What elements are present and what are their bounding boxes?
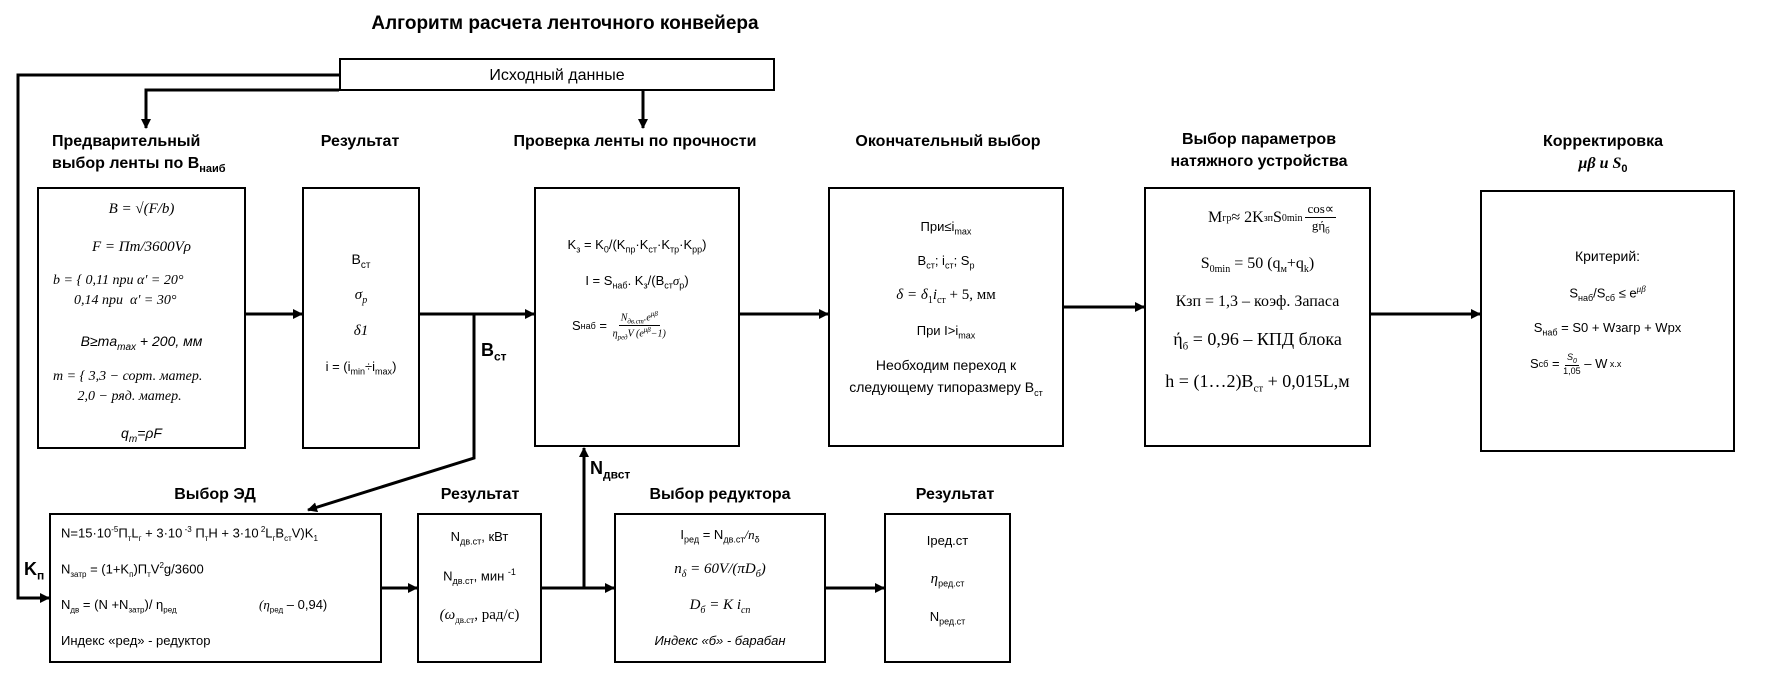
input-data-label: Исходный данные	[489, 67, 625, 84]
result2-omega: (ωдв.ст, рад/с)	[439, 607, 520, 625]
formula-kz: Kз = K0/(Kпр·Kст·Kтр·Kрр)	[567, 237, 707, 255]
ssb-numerator: S0	[1564, 352, 1579, 366]
header-strength-check: Проверка ленты по прочности	[513, 133, 757, 150]
result3-i-red: Iред.ст	[926, 533, 969, 548]
correction-criterion: Sнаб/Sсб ≤ eμβ	[1569, 284, 1646, 303]
final-note-line1: Необходим переход к	[875, 357, 1017, 373]
arrow-input-to-prelim	[141, 88, 339, 129]
header-result-2: Результат	[440, 486, 520, 503]
box-result-3: Iред.ст ηред.ст Nред.ст	[884, 513, 1011, 663]
result1-bst: Bст	[351, 251, 371, 271]
header-correction-line2: μβ и S0	[1578, 155, 1628, 176]
box-correction: Критерий: Sнаб/Sсб ≤ eμβ Sнаб = S0 + Wза…	[1480, 190, 1735, 452]
motor-index-note: Индекс «ред» - редуктор	[61, 633, 211, 648]
snab-numerator: Nдв.ст.eμβ	[618, 310, 660, 327]
correction-snab: Sнаб = S0 + Wзагр + Wpx	[1533, 320, 1682, 338]
result2-speed: Nдв.ст, мин -1	[443, 567, 516, 586]
header-tension-line2: натяжного устройства	[1170, 153, 1348, 170]
formula-n-zatr: Nзатр = (1+Kп)ПтV2g/3600	[61, 561, 204, 579]
formula-s0min: S0min = 50 (qм+qk)	[1200, 255, 1315, 276]
header-correction-line1: Корректировка	[1543, 133, 1663, 150]
formula-eta-block: ήб = 0,96 – КПД блока	[1173, 329, 1342, 353]
formula-h: h = (1…2)Bст + 0,015L,м	[1165, 371, 1350, 395]
final-delta-formula: δ = δ1iст + 5, мм	[896, 287, 996, 306]
formula-belt-width: B = √(F/b)	[108, 201, 175, 217]
box-result-2: Nдв.ст, кВт Nдв.ст, мин -1 (ωдв.ст, рад/…	[417, 513, 542, 663]
final-note-line2: следующему типоразмеру Bст	[849, 379, 1043, 398]
final-condition-2: При I>imax	[916, 323, 976, 341]
box-strength-check: Kз = K0/(Kпр·Kст·Kтр·Kрр) I = Sнаб. Kз/(…	[534, 187, 740, 447]
header-gearbox-selection: Выбор редуктора	[649, 486, 791, 503]
formula-m-line1: m = { 3,3 − сорт. матер.	[53, 369, 203, 384]
result3-eta: ηред.ст	[930, 571, 965, 589]
input-data-box: Исходный данные	[339, 58, 775, 91]
formula-kzp: Кзп = 1,3 – коэф. Запаса	[1175, 293, 1340, 310]
final-params: Bст; iст; Sр	[917, 253, 975, 271]
label-kp: Kп	[24, 559, 45, 583]
kp-feedback-line	[16, 73, 339, 603]
gearbox-index-note: Индекс «б» - барабан	[654, 633, 786, 648]
header-motor-selection: Выбор ЭД	[174, 486, 256, 503]
label-ndv: Nдвст	[590, 458, 631, 482]
result3-n: Nред.ст	[929, 609, 966, 627]
formula-n-power: N=15·10-5ПтLг + 3·10 -3 ПтH + 3·10 2LгBс…	[61, 525, 318, 543]
formula-i-red: Iред = Nдв.ст/nδ	[680, 527, 760, 545]
formula-b-line2: 0,14 при α′ = 30°	[53, 293, 177, 308]
box-motor-selection: N=15·10-5ПтLг + 3·10 -3 ПтH + 3·10 2LгBс…	[49, 513, 382, 663]
header-correction: Корректировка μβ и S0	[1490, 131, 1716, 180]
mgr-denominator: gήб	[1311, 218, 1330, 236]
diagram-title: Алгоритм расчета ленточного конвейера	[371, 13, 759, 34]
header-result-3: Результат	[915, 486, 995, 503]
header-tension-line1: Выбор параметров	[1181, 131, 1337, 148]
formula-eta-red: (ηред – 0,94)	[259, 597, 328, 615]
formula-n-delta: nδ = 60V/(πDб)	[674, 561, 766, 580]
result2-power: Nдв.ст, кВт	[450, 529, 509, 547]
header-prelim-line1: Предварительный	[52, 133, 201, 150]
result1-i-range: i = (imin÷imax)	[325, 359, 397, 377]
correction-criterion-label: Критерий:	[1574, 248, 1641, 264]
final-condition-1: При≤imax	[920, 219, 972, 237]
box-final-selection: При≤imax Bст; iст; Sр δ = δ1iст + 5, мм …	[828, 187, 1064, 447]
formula-b-min: B≥mamax + 200, мм	[80, 333, 203, 353]
formula-d-drum: Dб = K icn	[689, 597, 751, 616]
formula-m-line2: 2,0 − ряд. матер.	[53, 389, 182, 404]
ssb-denominator: 1,05	[1563, 365, 1581, 376]
arrow-bst-to-motor	[307, 314, 476, 513]
header-prelim-line2: выбор ленты по Bнаиб	[52, 155, 226, 176]
formula-f: F = Пт/3600Vρ	[92, 239, 191, 255]
formula-qm: qm=ρF	[121, 425, 162, 445]
result1-sigma: σр	[354, 287, 368, 306]
box-result-1: Bст σр δ1 i = (imin÷imax)	[302, 187, 420, 449]
header-prelim-belt-selection: Предварительный выбор ленты по Bнаиб	[52, 131, 226, 180]
formula-b-line1: b = { 0,11 при α′ = 20°	[53, 273, 184, 288]
formula-i-strength: I = Sнаб. Kз/(Bстσр)	[585, 273, 689, 291]
result1-delta: δ1	[353, 323, 369, 339]
formula-n-dv: Nдв = (N +Nзатр)/ ηред	[61, 597, 177, 615]
mgr-numerator: cos∝	[1305, 201, 1337, 218]
header-final-selection: Окончательный выбор	[855, 133, 1041, 150]
header-tension-device: Выбор параметров натяжного устройства	[1145, 129, 1373, 173]
header-result-1: Результат	[320, 133, 400, 150]
label-bst: Bст	[481, 340, 507, 364]
box-gearbox-selection: Iред = Nдв.ст/nδ nδ = 60V/(πDб) Dб = K i…	[614, 513, 826, 663]
box-prelim-belt: B = √(F/b) F = Пт/3600Vρ b = { 0,11 при …	[37, 187, 246, 449]
snab-denominator: ηредV (eμβ−1)	[612, 326, 666, 342]
